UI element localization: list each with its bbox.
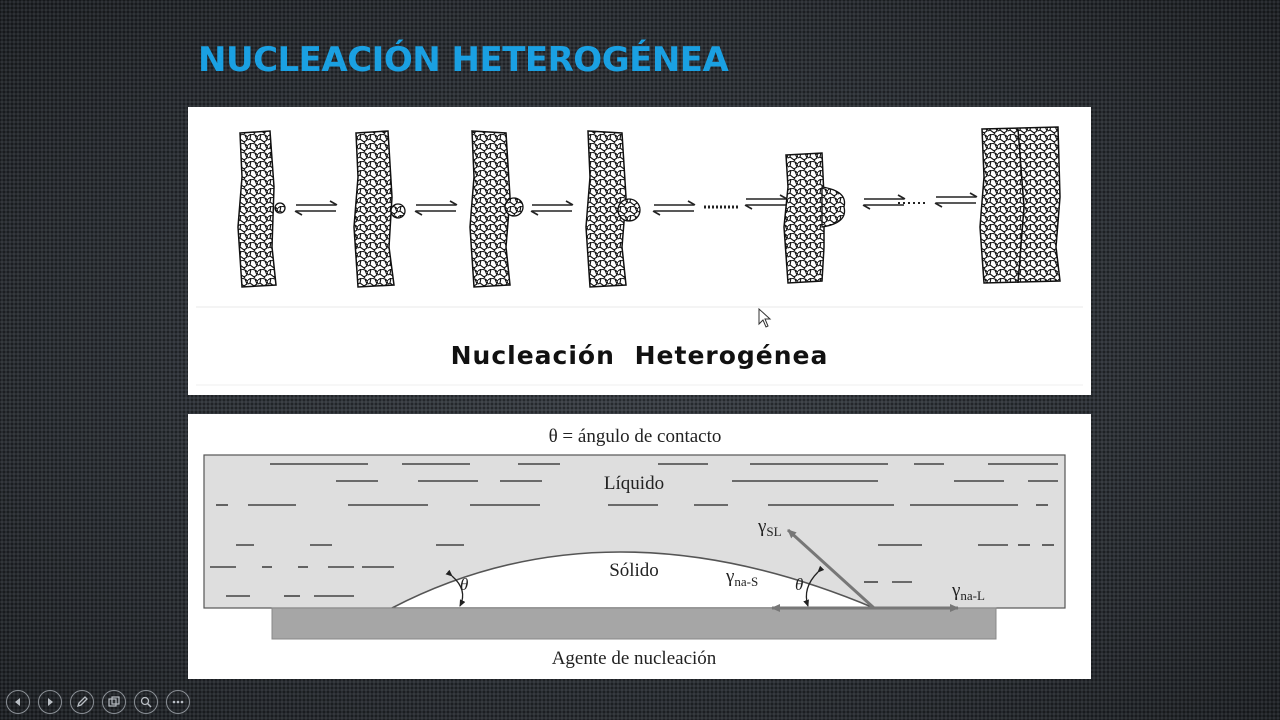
gamma-nal-symbol: γ [951, 580, 960, 601]
equilibrium-arrows [414, 200, 458, 216]
gamma-nas-symbol: γ [725, 566, 734, 587]
gamma-nal-label: γna-L [951, 580, 985, 603]
substrate-column-3 [469, 130, 524, 288]
ellipsis-icon [172, 700, 184, 704]
left-theta-symbol: θ [460, 575, 468, 594]
equilibrium-arrows [934, 192, 978, 208]
contact-angle-figure: θ = ángulo de contacto Líquido Sólido Ag… [188, 414, 1091, 679]
substrate-column-4 [585, 130, 641, 288]
gamma-sl-label: γSL [757, 516, 782, 539]
magnifier-icon [140, 696, 152, 708]
more-options-button[interactable] [166, 690, 190, 714]
slideshow-controls [6, 690, 190, 716]
nucleating-agent-label: Agente de nucleación [552, 648, 717, 669]
right-theta-symbol: θ [795, 575, 803, 594]
substrate-column-2 [353, 130, 406, 288]
equilibrium-arrows [652, 200, 696, 216]
left-angle-arc [445, 569, 466, 607]
equilibrium-arrows [530, 200, 574, 216]
liquid-lines [210, 463, 1058, 597]
substrate-column-5 [783, 152, 846, 284]
arrow-right-icon [48, 698, 53, 706]
mouse-cursor-icon [758, 308, 772, 328]
gamma-sl-vector [786, 528, 876, 610]
nucleation-sequence-drawing [196, 126, 1083, 386]
next-slide-button[interactable] [38, 690, 62, 714]
previous-slide-button[interactable] [6, 690, 30, 714]
slide-title: NUCLEACIÓN HETEROGÉNEA [198, 40, 729, 80]
substrate-column-6 [979, 126, 1061, 284]
pen-icon [76, 696, 88, 708]
solid-label: Sólido [609, 560, 659, 581]
substrate-column-1 [237, 130, 286, 288]
pen-tool-button[interactable] [70, 690, 94, 714]
zoom-button[interactable] [134, 690, 158, 714]
figure1-caption: Nucleación Heterogénea [450, 341, 829, 370]
arrow-left-icon [15, 698, 20, 706]
contact-angle-diagram: θ = ángulo de contacto Líquido Sólido Ag… [203, 426, 1066, 669]
gamma-nal-subscript: na-L [960, 588, 985, 603]
slides-overview-button[interactable] [102, 690, 126, 714]
nucleating-agent-substrate [271, 607, 997, 640]
gamma-nas-label: γna-S [725, 566, 758, 589]
right-angle-arc [803, 565, 825, 607]
gamma-sl-symbol: γ [757, 516, 766, 537]
liquid-label: Líquido [604, 473, 664, 494]
equilibrium-arrows [744, 194, 788, 210]
gamma-sl-subscript: SL [766, 524, 781, 539]
slides-icon [108, 696, 120, 707]
nucleation-sequence-figure: Nucleación Heterogénea [188, 107, 1091, 395]
equilibrium-arrows [294, 200, 338, 216]
contact-angle-heading: θ = ángulo de contacto [549, 426, 722, 447]
gamma-nas-subscript: na-S [734, 574, 758, 589]
